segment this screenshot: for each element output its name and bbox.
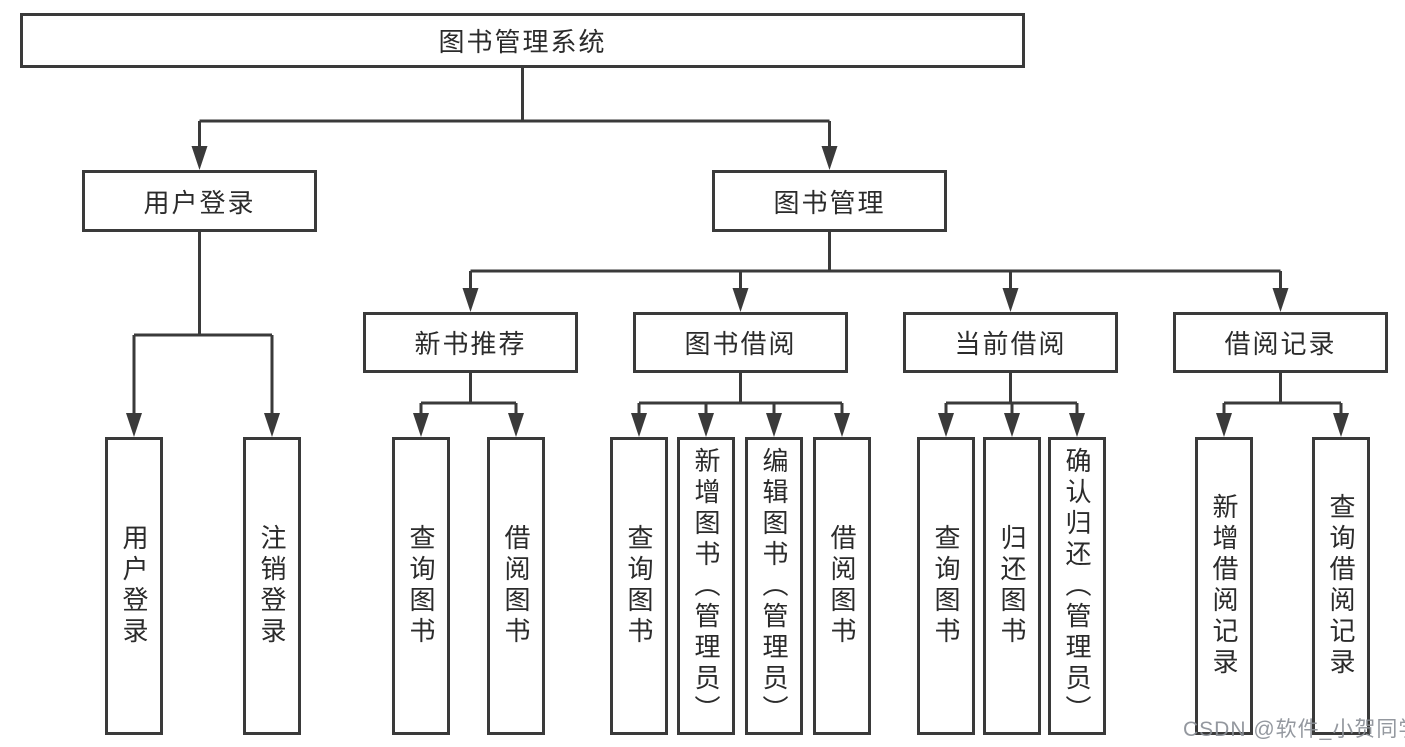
arrowhead-icon [766,413,782,437]
node-book-management: 图书管理 [712,170,947,232]
node-book-management-label: 图书管理 [773,187,886,218]
leaf-bb-borrow-book: 借阅图书 [813,437,871,735]
arrowhead-icon [834,413,850,437]
leaf-user-login-label: 用户登录 [119,524,149,648]
arrowhead-icon [191,146,208,170]
csdn-watermark: CSDN @软件_小贺同学 [1183,718,1405,741]
leaf-nbr-borrow-book: 借阅图书 [487,437,545,735]
leaf-bb-add-book-admin-label: 新增图书（管理员） [691,446,721,726]
arrowhead-icon [938,413,954,437]
connector-line [419,373,518,418]
arrowhead-icon [126,413,142,437]
arrowhead-icon [821,146,838,170]
leaf-nbr-query-book-label: 查询图书 [406,524,436,648]
node-root: 图书管理系统 [20,13,1025,68]
node-new-book-recommend: 新书推荐 [363,312,578,373]
arrowhead-icon [1272,288,1289,312]
connector-line [944,373,1079,418]
connector-line [1222,373,1343,418]
node-current-borrow-label: 当前借阅 [954,329,1067,359]
leaf-br-add-borrow-record: 新增借阅记录 [1195,437,1253,735]
arrowhead-icon [462,288,479,312]
arrowhead-icon [413,413,429,437]
node-root-label: 图书管理系统 [438,27,607,57]
leaf-br-add-borrow-record-label: 新增借阅记录 [1209,493,1239,679]
connector-root-to-level2 [191,68,838,170]
connector-line [469,232,1282,292]
connector-new-book-recommend-to-leaves [413,373,524,437]
node-user-login: 用户登录 [82,170,317,232]
arrowhead-icon [508,413,524,437]
leaf-user-login: 用户登录 [105,437,163,735]
connector-book-borrow-to-leaves [631,373,850,437]
connector-borrow-record-to-leaves [1216,373,1349,437]
leaf-cb-return-book: 归还图书 [983,437,1041,735]
leaf-bb-add-book-admin: 新增图书（管理员） [677,437,735,735]
leaf-bb-query-book-label: 查询图书 [624,524,654,648]
node-new-book-recommend-label: 新书推荐 [414,329,527,359]
leaf-bb-borrow-book-label: 借阅图书 [827,524,857,648]
leaf-nbr-query-book: 查询图书 [392,437,450,735]
connector-book-management-to-level3 [462,232,1289,312]
node-user-login-label: 用户登录 [143,187,256,218]
connector-line [637,373,844,418]
arrowhead-icon [1216,413,1232,437]
leaf-cb-return-book-label: 归还图书 [997,524,1027,648]
arrowhead-icon [631,413,647,437]
arrowhead-icon [698,413,714,437]
arrowhead-icon [1004,413,1020,437]
arrowhead-icon [732,288,749,312]
connector-line [132,232,274,418]
connector-line [198,68,831,150]
connector-current-borrow-to-leaves [938,373,1085,437]
node-borrow-record: 借阅记录 [1173,312,1388,373]
leaf-br-query-borrow-record: 查询借阅记录 [1312,437,1370,735]
leaf-bb-edit-book-admin: 编辑图书（管理员） [745,437,803,735]
node-current-borrow: 当前借阅 [903,312,1118,373]
node-book-borrow: 图书借阅 [633,312,848,373]
node-borrow-record-label: 借阅记录 [1224,329,1337,359]
arrowhead-icon [1002,288,1019,312]
leaf-cb-confirm-return-admin-label: 确认归还（管理员） [1062,446,1092,726]
leaf-logout-label: 注销登录 [257,524,287,648]
leaf-nbr-borrow-book-label: 借阅图书 [501,524,531,648]
leaf-bb-query-book: 查询图书 [610,437,668,735]
node-book-borrow-label: 图书借阅 [684,329,797,359]
arrowhead-icon [1069,413,1085,437]
leaf-cb-confirm-return-admin: 确认归还（管理员） [1048,437,1106,735]
arrowhead-icon [264,413,280,437]
leaf-cb-query-book: 查询图书 [917,437,975,735]
leaf-br-query-borrow-record-label: 查询借阅记录 [1326,493,1356,679]
leaf-bb-edit-book-admin-label: 编辑图书（管理员） [759,446,789,726]
leaf-cb-query-book-label: 查询图书 [931,524,961,648]
leaf-logout: 注销登录 [243,437,301,735]
arrowhead-icon [1333,413,1349,437]
connector-user-login-to-leaves [126,232,280,437]
